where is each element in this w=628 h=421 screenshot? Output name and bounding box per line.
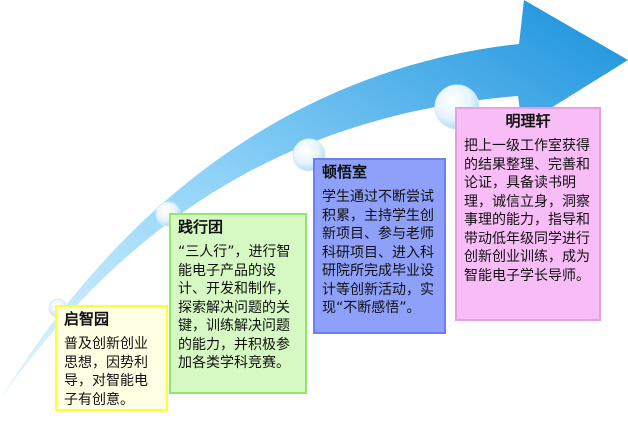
stage-description: 学生通过不断尝试积累，主持学生创新项目、参与老师科研项目、进入科研院所完成毕业设… [322,189,434,316]
stage-description: “三人行”，进行智能电子产品的设计、开发和制作，探索解决问题的关键，训练解决问题… [178,244,291,371]
stage-box-jianxingtuan: 践行团 “三人行”，进行智能电子产品的设计、开发和制作，探索解决问题的关键，训练… [169,213,307,394]
stage-title: 启智园 [64,310,110,328]
stage-description: 普及创新创业思想，因势利导，对智能电子有创意。 [64,336,148,408]
stage-box-minglixuan: 明理轩 把上一级工作室获得的结果整理、完善和论证，具备读书明理，诚信立身，洞察事… [455,107,601,321]
stage-title: 顿悟室 [322,163,368,181]
stage-box-qizhiyuan: 启智园 普及创新创业思想，因势利导，对智能电子有创意。 [55,305,168,411]
stage-description: 把上一级工作室获得的结果整理、完善和论证，具备读书明理，诚信立身，洞察事理的能力… [464,138,590,284]
stage-title: 明理轩 [505,112,551,130]
stage-title: 践行团 [178,218,224,236]
stage-box-dunwushi: 顿悟室 学生通过不断尝试积累，主持学生创新项目、参与老师科研项目、进入科研院所完… [313,158,446,334]
